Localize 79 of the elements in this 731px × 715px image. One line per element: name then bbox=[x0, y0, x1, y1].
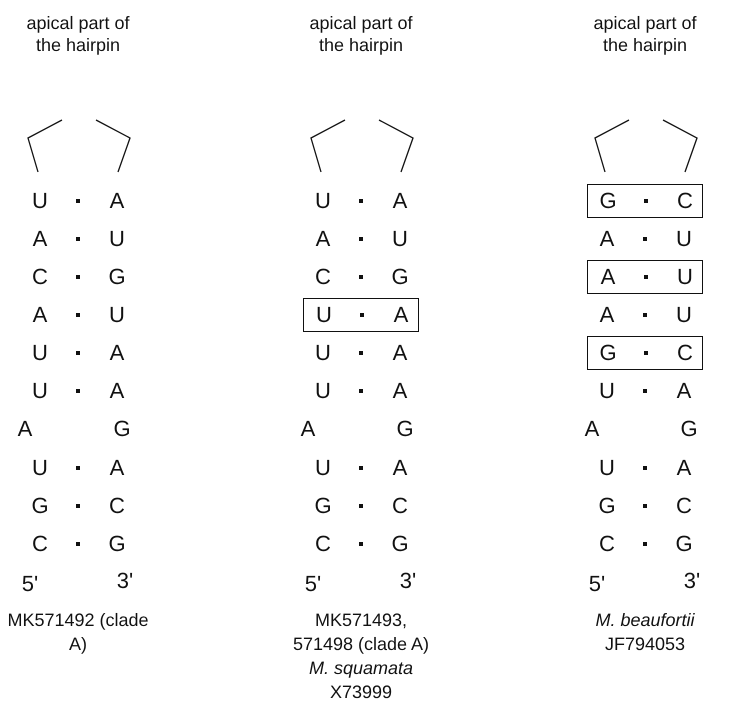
base-letter: G bbox=[314, 495, 332, 517]
base-letter: C bbox=[676, 495, 692, 517]
base-letter: U bbox=[315, 190, 331, 212]
base-letter: C bbox=[315, 266, 331, 288]
end-label: 5' bbox=[22, 573, 38, 595]
end-label: 3' bbox=[116, 570, 134, 592]
end-label: 5' bbox=[304, 573, 322, 595]
sequence-caption: M. beaufortii bbox=[594, 609, 696, 632]
base-letter: A bbox=[600, 304, 614, 326]
end-label: 3' bbox=[684, 570, 700, 592]
base-letter: U bbox=[676, 304, 692, 326]
base-letter: U bbox=[316, 304, 332, 326]
base-letter: A bbox=[600, 266, 616, 288]
base-letter: A bbox=[110, 342, 124, 364]
end-label: 5' bbox=[588, 573, 606, 595]
base-letter: U bbox=[677, 266, 693, 288]
base-letter: U bbox=[32, 190, 48, 212]
base-letter: U bbox=[109, 304, 125, 326]
highlight-box bbox=[587, 184, 703, 218]
base-letter: U bbox=[32, 457, 48, 479]
base-letter: C bbox=[677, 190, 693, 212]
base-letter: G bbox=[599, 190, 617, 212]
base-letter: A bbox=[676, 457, 692, 479]
base-letter: U bbox=[109, 228, 125, 250]
base-letter: A bbox=[600, 228, 614, 250]
base-letter: C bbox=[677, 342, 693, 364]
end-label: 3' bbox=[400, 570, 416, 592]
base-letter: G bbox=[391, 266, 409, 288]
base-letter: A bbox=[32, 228, 48, 250]
base-letter: G bbox=[675, 533, 693, 555]
base-letter: A bbox=[394, 304, 408, 326]
base-letter: A bbox=[392, 457, 408, 479]
base-letter: A bbox=[110, 190, 124, 212]
sequence-caption: MK571492 (clade A) bbox=[6, 609, 150, 656]
base-letter: G bbox=[680, 418, 698, 440]
base-letter: C bbox=[32, 266, 48, 288]
base-letter: A bbox=[110, 380, 124, 402]
base-letter: U bbox=[32, 342, 48, 364]
base-letter: A bbox=[300, 418, 316, 440]
base-letter: A bbox=[392, 380, 408, 402]
highlight-box bbox=[587, 336, 703, 370]
base-letter: A bbox=[18, 418, 32, 440]
base-letter: G bbox=[396, 418, 414, 440]
base-letter: A bbox=[676, 380, 692, 402]
heading: apical part of the hairpin bbox=[25, 12, 131, 56]
base-letter: C bbox=[392, 495, 408, 517]
base-letter: G bbox=[31, 495, 49, 517]
base-letter: G bbox=[113, 418, 131, 440]
base-letter: U bbox=[676, 228, 692, 250]
sequence-caption: JF794053 bbox=[604, 633, 686, 656]
base-letter: G bbox=[108, 266, 126, 288]
base-letter: A bbox=[32, 304, 48, 326]
base-letter: U bbox=[599, 457, 615, 479]
base-letter: G bbox=[599, 342, 617, 364]
sequence-caption: MK571493, 571498 (clade A) bbox=[292, 609, 430, 656]
heading: apical part of the hairpin bbox=[592, 12, 698, 56]
base-letter: A bbox=[110, 457, 124, 479]
base-letter: A bbox=[316, 228, 330, 250]
base-letter: C bbox=[109, 495, 125, 517]
base-letter: C bbox=[599, 533, 615, 555]
sequence-caption: M. squamata bbox=[308, 657, 414, 680]
base-letter: A bbox=[584, 418, 600, 440]
heading: apical part of the hairpin bbox=[308, 12, 414, 56]
base-letter: C bbox=[32, 533, 48, 555]
base-letter: U bbox=[32, 380, 48, 402]
base-letter: U bbox=[392, 228, 408, 250]
highlight-box bbox=[587, 260, 703, 294]
base-letter: G bbox=[108, 533, 126, 555]
base-letter: G bbox=[391, 533, 409, 555]
highlight-box bbox=[303, 298, 419, 332]
sequence-caption: X73999 bbox=[328, 681, 394, 704]
base-letter: U bbox=[599, 380, 615, 402]
base-letter: G bbox=[598, 495, 616, 517]
base-letter: A bbox=[392, 190, 408, 212]
base-letter: A bbox=[392, 342, 408, 364]
base-letter: C bbox=[315, 533, 331, 555]
base-letter: U bbox=[315, 380, 331, 402]
base-letter: U bbox=[315, 457, 331, 479]
base-letter: U bbox=[315, 342, 331, 364]
